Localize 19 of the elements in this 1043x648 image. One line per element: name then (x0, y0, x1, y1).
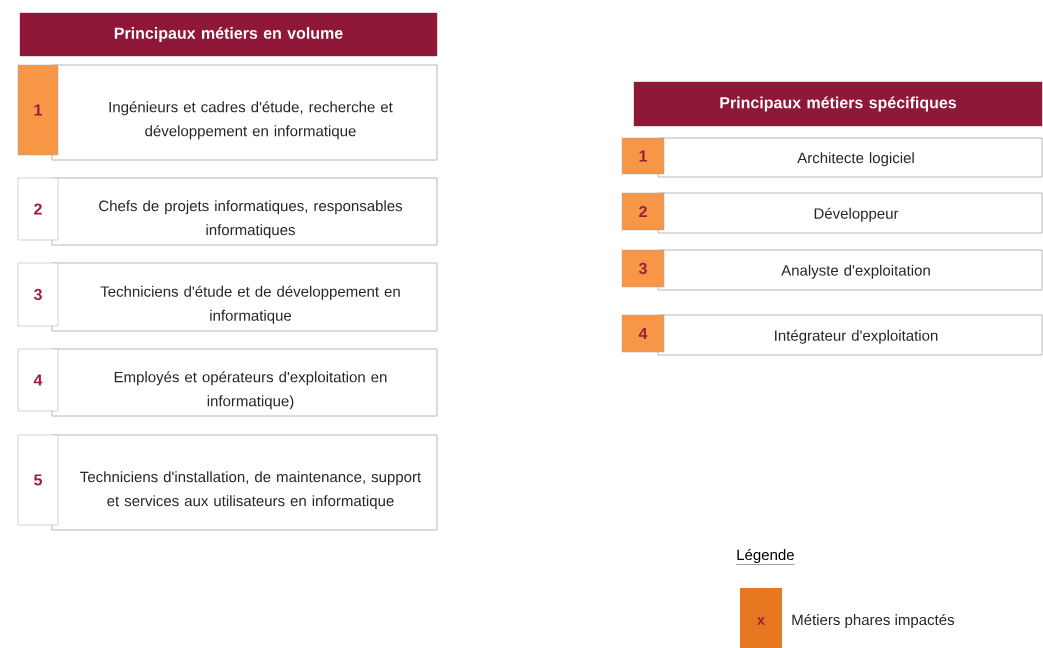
number-tab: 3 (621, 249, 665, 288)
job-box: Ingénieurs et cadres d'étude, recherche et développement en informatique (51, 64, 438, 161)
number-tab: 2 (17, 177, 59, 241)
number-tab: 4 (621, 314, 665, 353)
job-box: Architecte logiciel (657, 137, 1043, 178)
header-band: Principaux métiers en volume (19, 12, 438, 57)
job-box: Développeur (657, 192, 1043, 234)
header-band: Principaux métiers spécifiques (633, 81, 1043, 127)
legend-heading: Légende (736, 548, 795, 565)
legend-text: Métiers phares impactés (792, 613, 954, 629)
number-tab: 3 (17, 262, 59, 327)
number-tab: 2 (621, 192, 665, 231)
job-box: Analyste d'exploitation (657, 249, 1043, 291)
job-box: Intégrateur d'exploitation (657, 314, 1043, 356)
number-tab: 1 (17, 64, 59, 156)
number-tab: 1 (621, 137, 665, 175)
number-tab: 5 (17, 434, 59, 526)
swatch-letter: x (757, 617, 765, 625)
number-tab: 4 (17, 348, 59, 412)
